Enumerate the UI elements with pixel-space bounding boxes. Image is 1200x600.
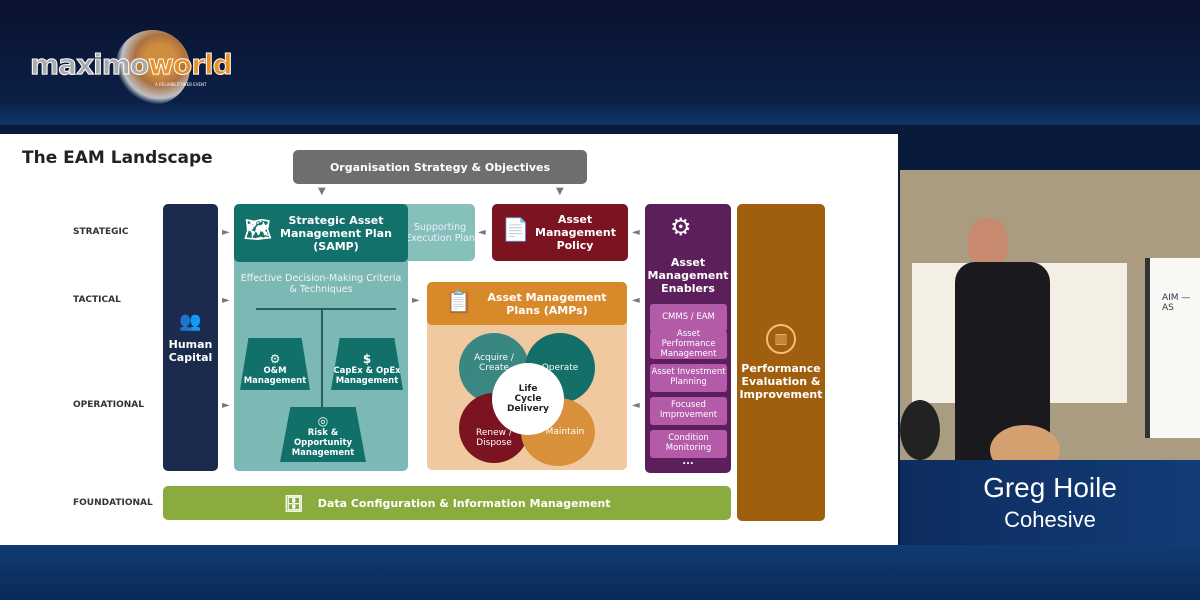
human-capital-box: 👥 Human Capital — [163, 204, 218, 471]
org-strategy-box: Organisation Strategy & Objectives — [293, 150, 587, 184]
row-label-foundational: FOUNDATIONAL — [73, 498, 153, 508]
speaker-company: Cohesive — [1004, 507, 1096, 532]
amps-header: 📋 Asset Management Plans (AMPs) — [427, 282, 627, 325]
am-policy-box: 📄 Asset Management Policy — [492, 204, 628, 261]
samp-box: 🗺 Strategic Asset Management Plan (SAMP) — [234, 204, 408, 262]
strategy-map-icon: 🗺 — [244, 218, 272, 243]
slide-title: The EAM Landscape — [22, 148, 213, 168]
scale-beam — [256, 308, 396, 310]
speaker-name: Greg Hoile — [983, 472, 1117, 503]
row-label-operational: OPERATIONAL — [73, 400, 144, 410]
row-label-tactical: TACTICAL — [73, 295, 121, 305]
decision-criteria-label: Effective Decision-Making Criteria & Tec… — [240, 273, 402, 295]
performance-box: ▥ Performance Evaluation & Improvement — [737, 204, 825, 521]
enabler-item: Focused Improvement — [650, 397, 727, 425]
enabler-item: CMMS / EAM — [650, 304, 727, 332]
gears-icon: ⚙ — [670, 213, 692, 241]
top-banner — [0, 0, 1200, 125]
enabler-item: Asset Performance Management — [650, 329, 727, 359]
maximoworld-logo: maximoworld A RELIABILITYWEB EVENT — [30, 30, 233, 105]
checklist-icon: 📋 — [445, 290, 473, 315]
flip-chart: AIM — AS — [1145, 258, 1200, 438]
nameplate — [900, 460, 1200, 545]
bottom-banner — [0, 545, 1200, 600]
row-label-strategic: STRATEGIC — [73, 227, 129, 237]
coins-icon: $ — [362, 352, 372, 366]
gear-icon: ⚙ — [269, 352, 281, 366]
document-icon: 📄 — [502, 218, 530, 243]
enabler-item: Condition Monitoring — [650, 430, 727, 458]
enabler-item: Asset Investment Planning — [650, 364, 727, 392]
weight-risk: ◎Risk & Opportunity Management — [280, 407, 366, 462]
speaker-video[interactable]: AIM — AS — [900, 170, 1200, 460]
weight-om: ⚙O&M Management — [240, 338, 310, 390]
data-config-bar: 🗄 Data Configuration & Information Manag… — [163, 486, 731, 520]
audience-head — [900, 400, 940, 460]
chart-cycle-icon: ▥ — [766, 324, 796, 354]
enablers-title: Asset Management Enablers — [647, 256, 729, 295]
lifecycle-center: Life Cycle Delivery — [492, 363, 564, 435]
risk-icon: ◎ — [317, 414, 329, 428]
database-icon: 🗄 — [283, 493, 304, 513]
speaker-head — [968, 218, 1008, 268]
weight-capex: $CapEx & OpEx Management — [331, 338, 403, 390]
people-icon: 👥 — [179, 311, 202, 332]
globe-icon — [115, 30, 190, 105]
audience-head — [990, 425, 1060, 460]
supporting-execution-plan: Supporting Execution Plan — [395, 204, 475, 261]
